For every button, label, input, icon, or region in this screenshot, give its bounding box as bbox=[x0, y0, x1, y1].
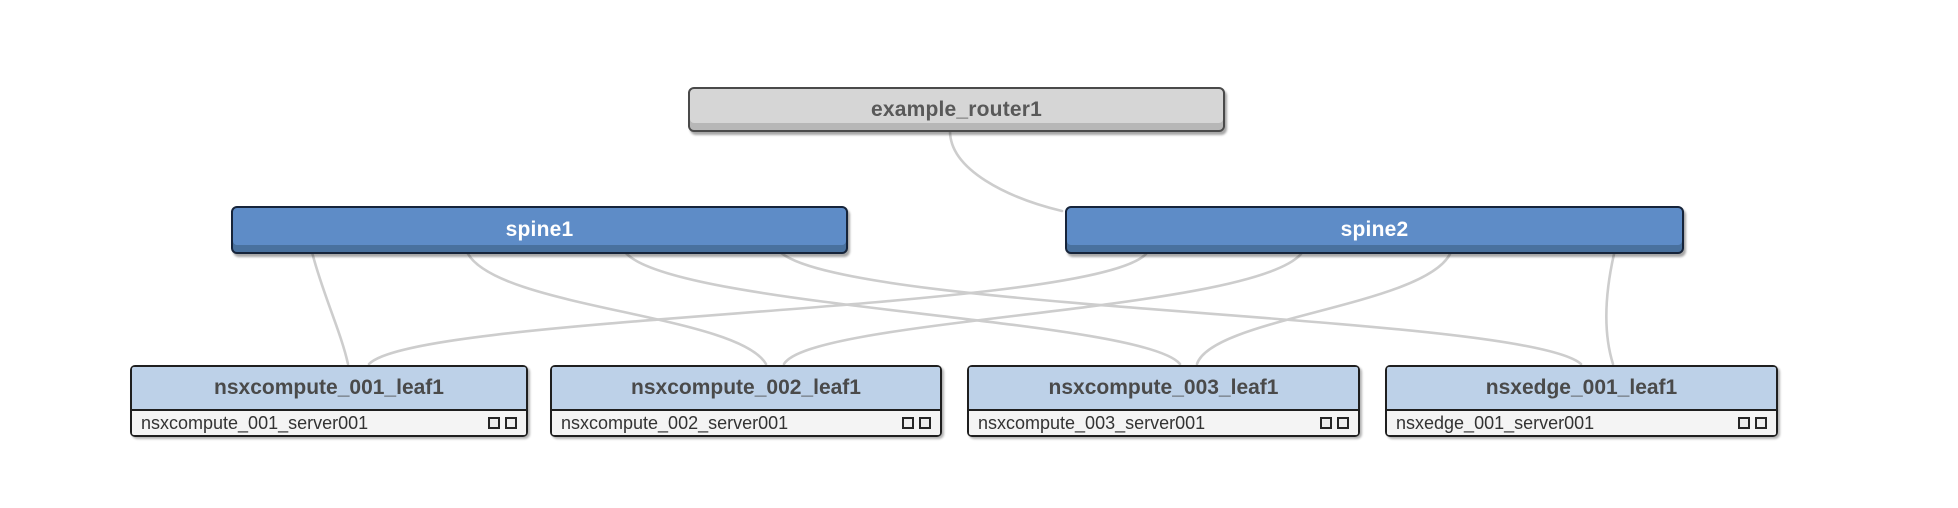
leaf1-ports bbox=[488, 417, 517, 429]
edge-spine1-leaf4 bbox=[778, 250, 1583, 366]
leaf4-server-label: nsxedge_001_server001 bbox=[1396, 412, 1595, 433]
leaf2-title: nsxcompute_002_leaf1 bbox=[552, 367, 940, 411]
node-spine1[interactable]: spine1 bbox=[231, 206, 848, 254]
node-spine2-label: spine2 bbox=[1340, 218, 1409, 241]
node-leaf3[interactable]: nsxcompute_003_leaf1 nsxcompute_003_serv… bbox=[967, 365, 1360, 437]
node-spine2[interactable]: spine2 bbox=[1065, 206, 1684, 254]
node-leaf1[interactable]: nsxcompute_001_leaf1 nsxcompute_001_serv… bbox=[130, 365, 528, 437]
node-leaf2[interactable]: nsxcompute_002_leaf1 nsxcompute_002_serv… bbox=[550, 365, 942, 437]
leaf3-title-label: nsxcompute_003_leaf1 bbox=[1048, 376, 1279, 399]
leaf1-title-label: nsxcompute_001_leaf1 bbox=[214, 376, 444, 399]
leaf1-server-row[interactable]: nsxcompute_001_server001 bbox=[132, 411, 526, 435]
leaf2-server-row[interactable]: nsxcompute_002_server001 bbox=[552, 411, 940, 435]
leaf1-title: nsxcompute_001_leaf1 bbox=[132, 367, 526, 411]
leaf2-server-label: nsxcompute_002_server001 bbox=[561, 412, 789, 433]
port-icon bbox=[1320, 417, 1332, 429]
edge-spine1-leaf1 bbox=[310, 250, 350, 366]
leaf3-server-label: nsxcompute_003_server001 bbox=[978, 412, 1206, 433]
port-icon bbox=[1755, 417, 1767, 429]
port-icon bbox=[488, 417, 500, 429]
edge-spine1-leaf2 bbox=[465, 250, 768, 366]
leaf4-server-row[interactable]: nsxedge_001_server001 bbox=[1387, 411, 1776, 435]
node-spine1-label: spine1 bbox=[505, 218, 574, 241]
leaf2-ports bbox=[902, 417, 931, 429]
edge-spine2-leaf4 bbox=[1605, 252, 1616, 366]
edge-spine2-leaf1 bbox=[367, 252, 1148, 366]
port-icon bbox=[1337, 417, 1349, 429]
edge-spine2-leaf2 bbox=[782, 252, 1303, 366]
node-router-label: example_router1 bbox=[870, 97, 1043, 121]
port-icon bbox=[505, 417, 517, 429]
leaf3-title: nsxcompute_003_leaf1 bbox=[969, 367, 1358, 411]
port-icon bbox=[1738, 417, 1750, 429]
node-leaf4[interactable]: nsxedge_001_leaf1 nsxedge_001_server001 bbox=[1385, 365, 1778, 437]
leaf3-ports bbox=[1320, 417, 1349, 429]
edge-router-spine2 bbox=[948, 129, 1064, 213]
port-icon bbox=[902, 417, 914, 429]
edge-spine1-leaf3 bbox=[623, 250, 1182, 366]
node-router[interactable]: example_router1 bbox=[688, 87, 1225, 132]
leaf3-server-row[interactable]: nsxcompute_003_server001 bbox=[969, 411, 1358, 435]
edge-spine2-leaf3 bbox=[1195, 252, 1452, 366]
leaf4-title-label: nsxedge_001_leaf1 bbox=[1485, 376, 1678, 399]
port-icon bbox=[919, 417, 931, 429]
leaf2-title-label: nsxcompute_002_leaf1 bbox=[631, 376, 861, 399]
leaf4-title: nsxedge_001_leaf1 bbox=[1387, 367, 1776, 411]
leaf4-ports bbox=[1738, 417, 1767, 429]
leaf1-server-label: nsxcompute_001_server001 bbox=[141, 412, 369, 433]
